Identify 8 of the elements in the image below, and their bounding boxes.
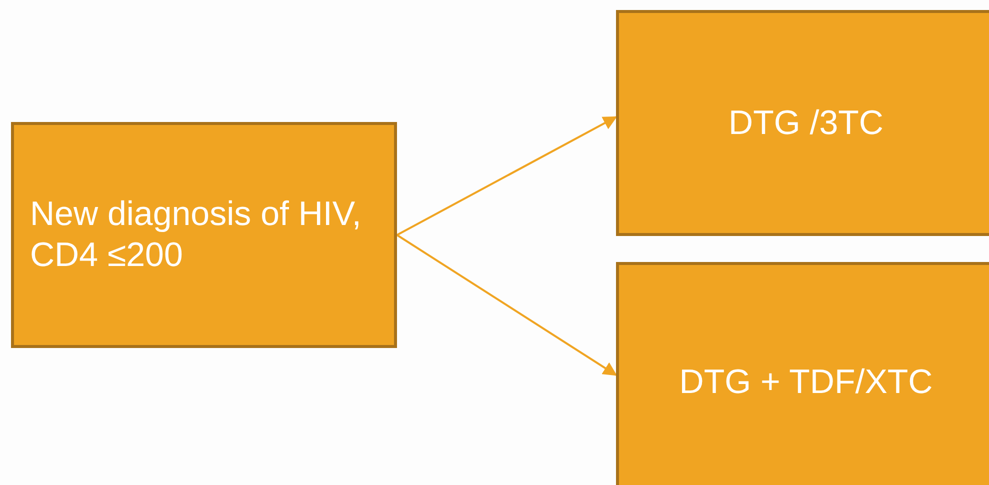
process-box xyxy=(616,10,989,236)
box-label: New diagnosis of HIV, CD4 ≤200 xyxy=(30,194,362,276)
arrow xyxy=(396,116,618,236)
process-box xyxy=(11,122,397,348)
box-label: DTG /3TC xyxy=(728,102,884,144)
arrow xyxy=(396,234,618,376)
process-box xyxy=(616,262,989,485)
box-label: DTG + TDF/XTC xyxy=(679,362,933,402)
